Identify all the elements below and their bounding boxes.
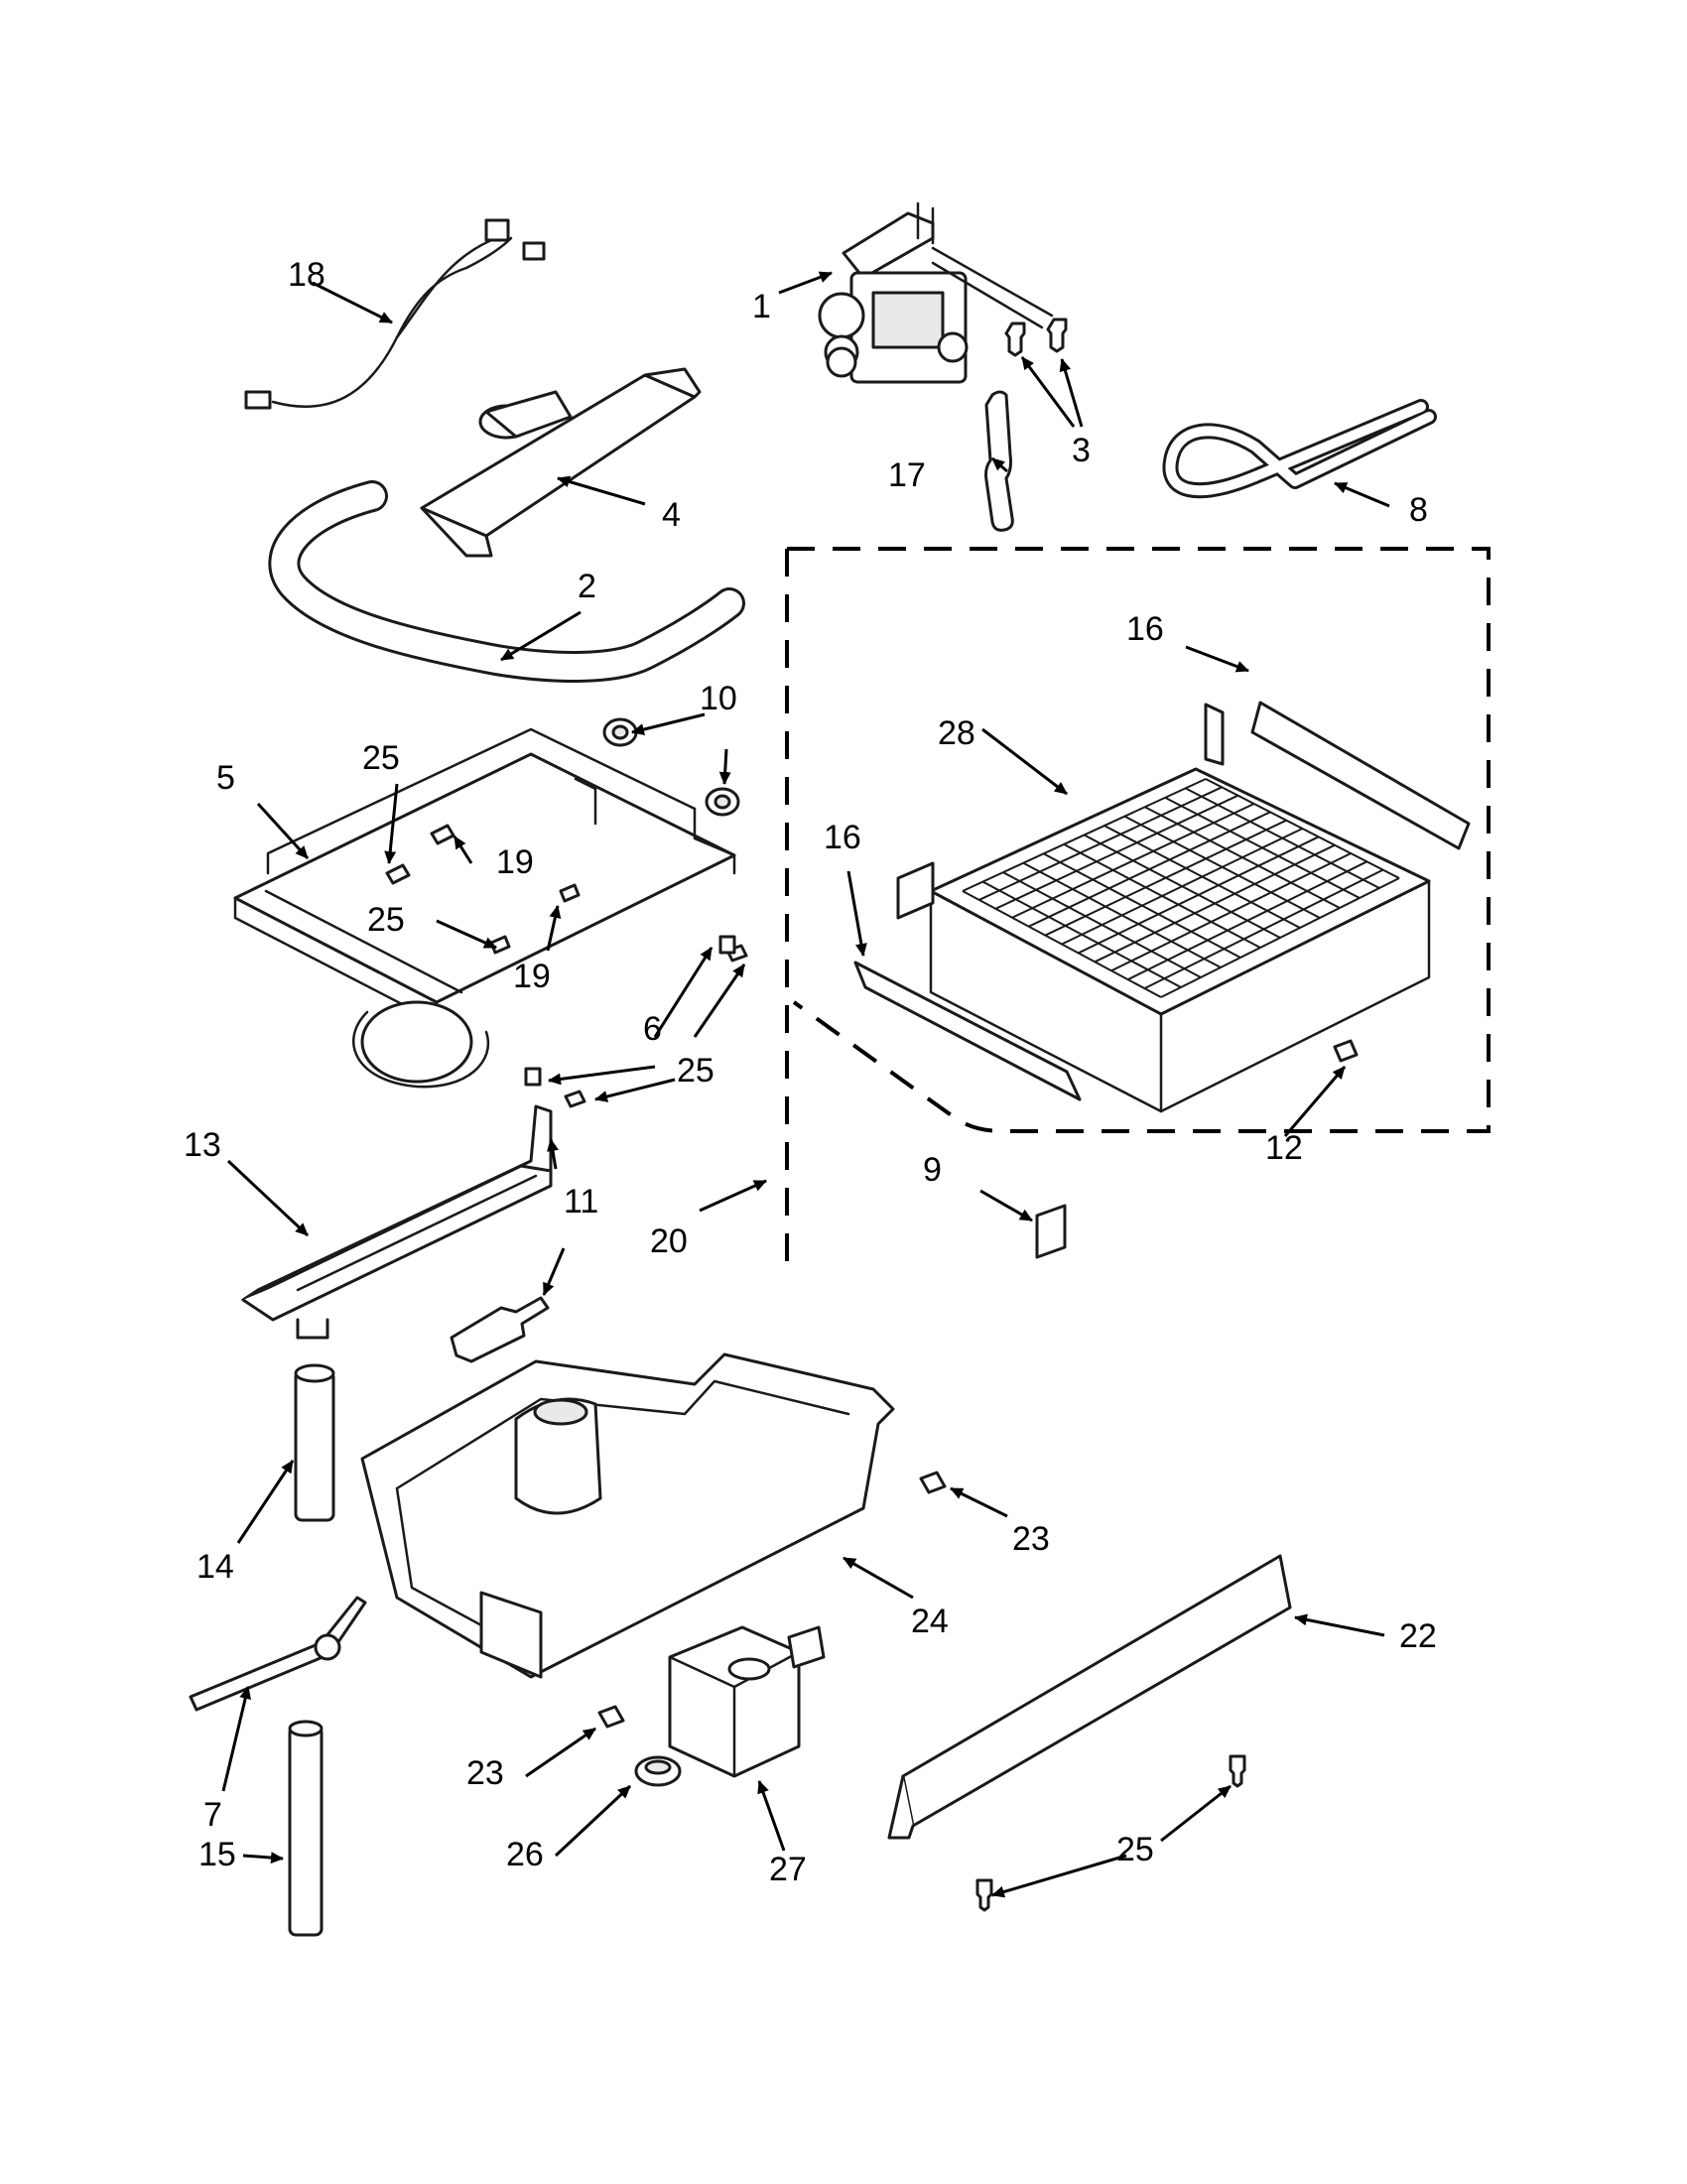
part-16-strip-upper [1250, 701, 1471, 850]
callout-26: 26 [506, 1836, 544, 1873]
callout-28: 28 [938, 714, 975, 752]
part-14-tube [294, 1369, 335, 1522]
leader-lines [221, 271, 1390, 1898]
part-25-screw-right [1229, 1754, 1246, 1788]
callout-12: 12 [1265, 1129, 1303, 1167]
callout-7: 7 [203, 1796, 222, 1834]
part-3-valve-screws [1004, 318, 1068, 357]
callout-20: 20 [650, 1222, 688, 1260]
part-13-water-trough [241, 1104, 553, 1340]
part-26-nut-hole [644, 1759, 672, 1775]
part-27-auger-motor [668, 1625, 826, 1778]
grid-wire [1185, 787, 1380, 889]
callout-25a: 25 [362, 739, 400, 777]
callout-25b: 25 [367, 901, 405, 939]
cutter-grid-wires [962, 778, 1400, 998]
callout-labels: 18 1 3 4 2 17 8 10 5 25 19 25 19 6 25 16… [184, 256, 1437, 1888]
part-17-tube [984, 390, 1014, 532]
callout-11: 11 [564, 1183, 598, 1220]
part-2-fill-hose [271, 483, 742, 680]
callout-18: 18 [288, 256, 325, 294]
callout-16a: 16 [1126, 610, 1164, 648]
callout-4: 4 [662, 496, 681, 534]
callout-17: 17 [888, 456, 926, 494]
part-11-fitting [450, 1296, 550, 1363]
callout-1: 1 [752, 288, 771, 325]
part-14-tube-top [294, 1363, 335, 1383]
callout-16b: 16 [824, 819, 861, 856]
callout-6a: 6 [643, 1010, 662, 1048]
part-23-screw-lower [597, 1705, 625, 1729]
callout-22: 22 [1399, 1617, 1437, 1655]
part-15-tube-top [288, 1720, 324, 1737]
callout-25c: 25 [677, 1052, 714, 1090]
callout-27: 27 [769, 1851, 807, 1888]
part-22-cover-plate [887, 1554, 1292, 1840]
callout-2: 2 [578, 568, 596, 605]
callout-23b: 23 [466, 1754, 504, 1792]
callout-13: 13 [184, 1126, 221, 1164]
grid-wire [1205, 778, 1400, 879]
callout-19b: 19 [513, 958, 551, 995]
callout-3: 3 [1072, 432, 1091, 469]
part-1-water-valve [818, 201, 1054, 384]
part-25-screw-left [975, 1878, 993, 1912]
grid-wire [1143, 868, 1384, 989]
part-4-fill-cup [420, 367, 702, 558]
part-5-bin-frame [233, 727, 736, 1089]
callout-15: 15 [198, 1836, 236, 1873]
callout-24: 24 [911, 1603, 949, 1640]
grid-wire [1127, 860, 1367, 981]
part-23-screw-upper [919, 1471, 947, 1494]
part-12-screw [1333, 1039, 1359, 1063]
part-9-clip [1035, 1204, 1067, 1259]
callout-9: 9 [923, 1151, 942, 1189]
callout-14: 14 [196, 1548, 234, 1586]
callout-5: 5 [216, 759, 235, 797]
part-8-u-tube-inner [1165, 402, 1434, 496]
callout-10: 10 [700, 680, 737, 717]
part-24-ice-bin [360, 1352, 895, 1679]
assembly-20-dashed-frame [785, 547, 1491, 1265]
callout-23a: 23 [1012, 1520, 1050, 1558]
callout-19a: 19 [496, 843, 534, 881]
callout-25d: 25 [1116, 1831, 1154, 1868]
part-7-auger-rod [189, 1596, 367, 1712]
part-15-tube [288, 1725, 324, 1937]
part-16-strip-left [853, 961, 1082, 1101]
grid-wire [1160, 877, 1400, 998]
callout-8: 8 [1409, 491, 1428, 529]
part-28-cutter-grid [896, 703, 1431, 1113]
part-18-wire-harness [244, 218, 546, 410]
part-10-grommets [602, 717, 740, 817]
